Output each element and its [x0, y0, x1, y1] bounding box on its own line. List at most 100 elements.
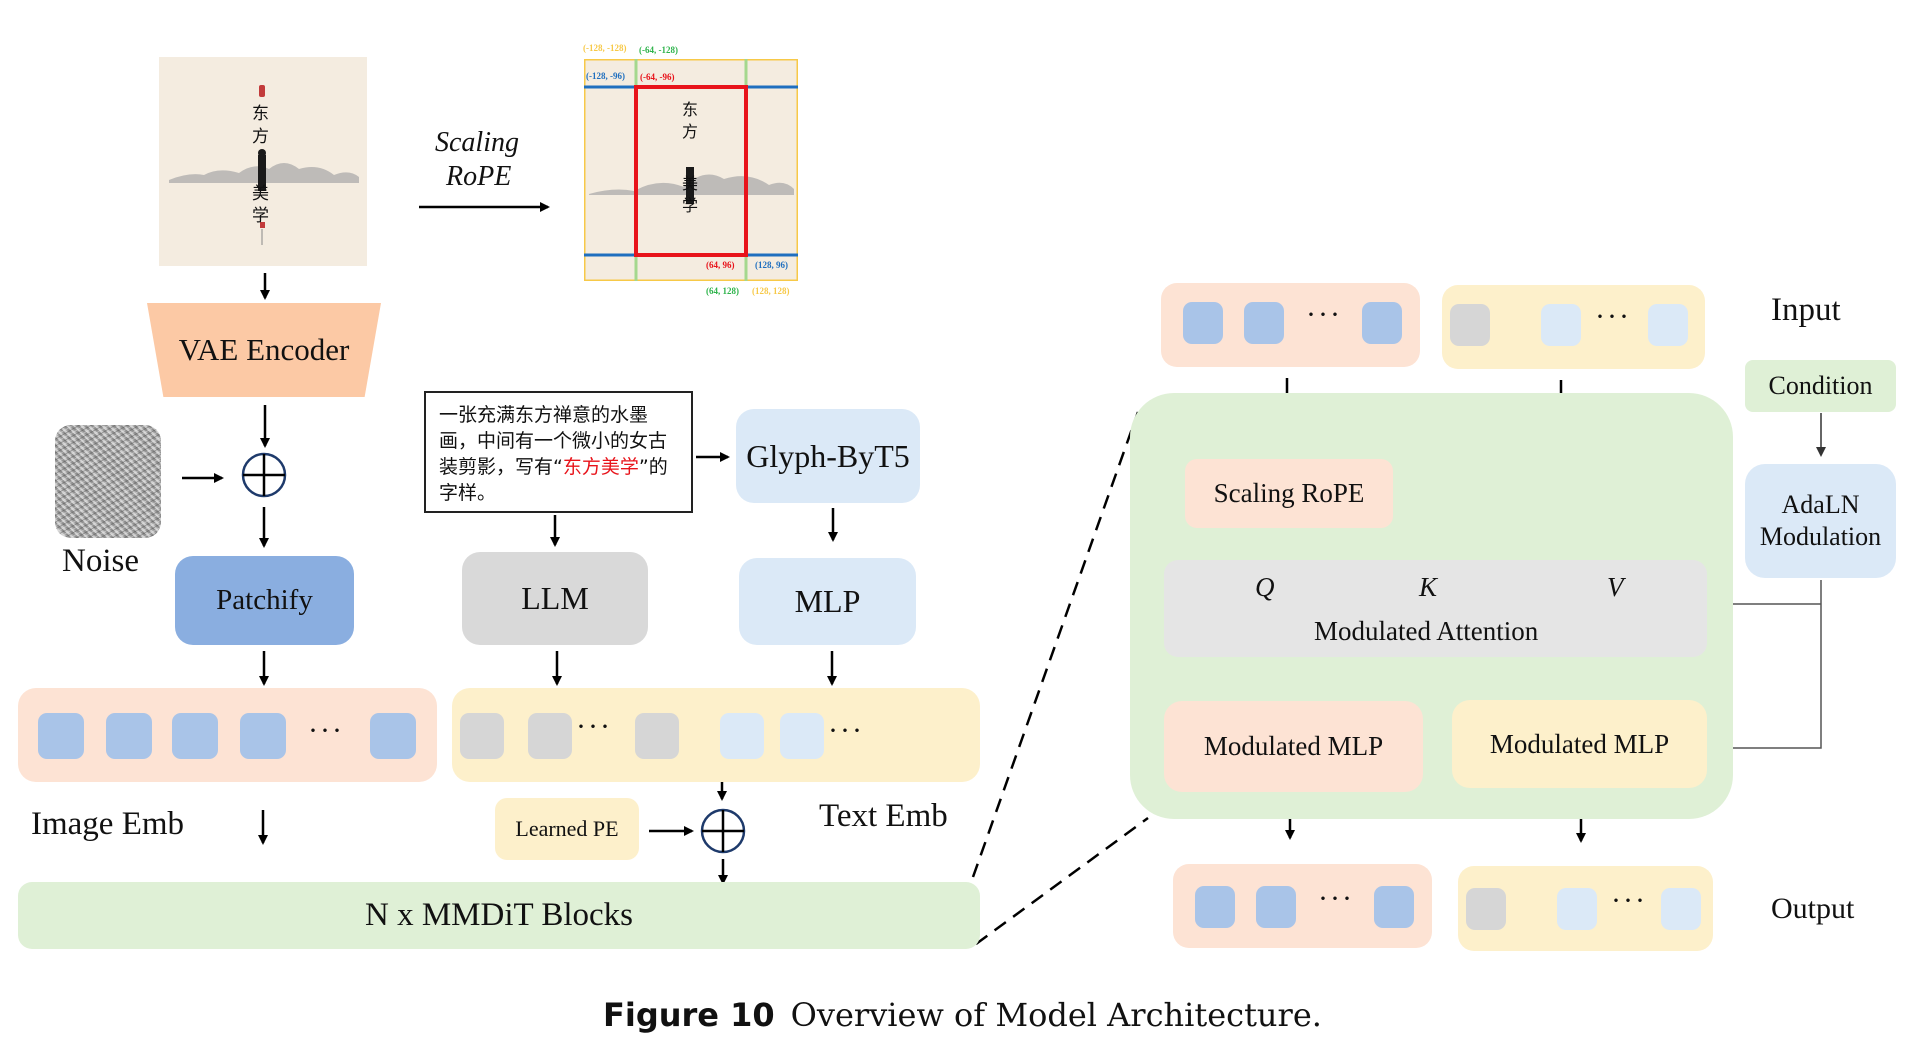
dashed-zoom-line-bottom — [975, 816, 1149, 946]
scaled-char-2: 方 — [682, 122, 699, 141]
text-token-ellipsis-2: ··· — [828, 714, 864, 747]
patchify-label: Patchify — [216, 584, 313, 616]
coord-blue-br: (128, 96) — [755, 260, 788, 270]
input-image: 东 方 美 学 — [159, 57, 367, 266]
modulated-attention-box: Q K V Modulated Attention — [1164, 560, 1707, 657]
coord-yellow-tl: (-128, -128) — [583, 43, 627, 53]
prompt-text-part1: 一张充满东方禅意的水墨画，中间有一个微小的女古装剪影，写有“ — [439, 404, 668, 478]
input-image-char-3: 美 — [252, 184, 269, 204]
dashed-zoom-line-top — [971, 411, 1140, 878]
learned-pe-label: Learned PE — [515, 816, 619, 841]
right-input-image-strip: ··· — [1161, 283, 1420, 367]
text-token-ellipsis-1: ··· — [576, 710, 612, 743]
llm-label: LLM — [521, 580, 589, 616]
input-image-char-4: 学 — [252, 206, 269, 226]
right-output-image-token-1 — [1195, 886, 1235, 928]
image-emb-strip: ··· — [18, 688, 437, 782]
right-scaling-rope-label: Scaling RoPE — [1213, 478, 1365, 508]
input-label: Input — [1771, 292, 1841, 328]
mmdit-blocks-label: N x MMDiT Blocks — [365, 897, 633, 933]
right-output-text-token-glyph-1 — [1557, 888, 1597, 930]
adaln-modulation-box: AdaLN Modulation — [1745, 464, 1896, 578]
adaln-label-line1: AdaLN — [1781, 490, 1860, 519]
right-input-text-strip: ··· — [1442, 285, 1705, 369]
coord-red-tl: (-64, -96) — [640, 72, 675, 82]
text-token-llm-1 — [460, 713, 504, 759]
input-image-char-1: 东 — [252, 104, 269, 124]
image-token-1 — [38, 713, 84, 759]
scaling-rope-label-line2: RoPE — [446, 161, 512, 192]
learned-pe-box: Learned PE — [495, 798, 639, 860]
text-emb-label: Text Emb — [819, 798, 948, 834]
text-token-llm-n — [635, 713, 679, 759]
right-output-image-ellipsis: ··· — [1318, 882, 1354, 915]
attention-k-label: K — [1419, 572, 1438, 602]
llm-box: LLM — [462, 552, 648, 645]
coord-blue-tl: (-128, -96) — [586, 71, 625, 81]
right-input-image-ellipsis: ··· — [1306, 298, 1342, 331]
attention-q-label: Q — [1255, 572, 1275, 602]
mmdit-blocks-bar: N x MMDiT Blocks — [18, 882, 980, 949]
text-token-glyph-1 — [720, 713, 764, 759]
plus-circle-text — [700, 808, 746, 854]
text-emb-strip: ··· ··· — [452, 688, 980, 782]
coord-red-br: (64, 96) — [706, 260, 735, 270]
right-output-text-token-glyph-n — [1661, 888, 1701, 930]
right-input-image-token-1 — [1183, 302, 1223, 344]
prompt-text-highlight: 东方美学 — [562, 456, 639, 478]
condition-label: Condition — [1768, 371, 1873, 400]
right-output-text-strip: ··· — [1458, 866, 1713, 951]
modulated-mlp-text-box: Modulated MLP — [1452, 700, 1707, 788]
image-token-4 — [240, 713, 286, 759]
right-input-text-token-glyph-1 — [1541, 304, 1581, 346]
image-emb-label: Image Emb — [31, 806, 185, 842]
image-token-2 — [106, 713, 152, 759]
glyph-byt5-label: Glyph-ByT5 — [746, 437, 910, 474]
mlp-box: MLP — [739, 558, 916, 645]
figure-caption-text: Overview of Model Architecture. — [790, 996, 1322, 1034]
patchify-box: Patchify — [175, 556, 354, 645]
scaling-rope-label-line1: Scaling — [435, 127, 519, 158]
right-input-text-token-llm — [1450, 304, 1490, 346]
vae-encoder-label: VAE Encoder — [178, 332, 350, 367]
modulated-mlp-text-label: Modulated MLP — [1489, 728, 1670, 759]
vae-encoder: VAE Encoder — [147, 303, 381, 397]
modulated-mlp-image-box: Modulated MLP — [1164, 701, 1423, 792]
prompt-text-box: 一张充满东方禅意的水墨画，中间有一个微小的女古装剪影，写有“东方美学”的字样。 — [424, 391, 693, 513]
text-token-llm-2 — [528, 713, 572, 759]
output-label: Output — [1771, 892, 1855, 925]
right-input-image-token-n — [1362, 302, 1402, 344]
image-token-ellipsis: ··· — [308, 714, 344, 747]
right-output-image-strip: ··· — [1173, 864, 1432, 948]
rope-grid — [584, 59, 798, 281]
right-input-text-token-glyph-n — [1648, 304, 1688, 346]
plus-circle-image — [241, 452, 287, 498]
scaled-char-1: 东 — [682, 100, 699, 119]
scaled-char-3: 美 — [682, 174, 699, 193]
modulated-mlp-image-label: Modulated MLP — [1203, 731, 1384, 761]
noise-label: Noise — [62, 543, 139, 579]
right-input-image-token-2 — [1244, 302, 1284, 344]
figure-caption-label: Figure 10 — [603, 996, 775, 1034]
right-output-image-token-n — [1374, 886, 1414, 928]
scaled-char-4: 学 — [682, 196, 699, 215]
noise-image — [55, 425, 161, 538]
text-token-glyph-2 — [780, 713, 824, 759]
attention-v-label: V — [1607, 572, 1624, 602]
glyph-byt5-box: Glyph-ByT5 — [736, 409, 920, 503]
coord-yellow-br: (128, 128) — [752, 286, 790, 296]
condition-box: Condition — [1745, 360, 1896, 412]
line-adaln-trunk — [1716, 580, 1822, 753]
modulated-attention-label: Modulated Attention — [1314, 616, 1539, 646]
right-output-text-ellipsis: ··· — [1611, 884, 1647, 917]
coord-green-br: (64, 128) — [706, 286, 739, 296]
scaled-image: 东 方 美 学 — [584, 59, 798, 281]
ink-mountains — [169, 85, 359, 245]
right-output-image-token-2 — [1256, 886, 1296, 928]
scaled-image-chars: 东 方 美 学 — [682, 99, 700, 217]
coord-green-tl: (-64, -128) — [639, 45, 678, 55]
mlp-label: MLP — [794, 583, 861, 619]
right-scaling-rope-box: Scaling RoPE — [1185, 459, 1393, 528]
figure-caption: Figure 10 Overview of Model Architecture… — [603, 996, 1322, 1034]
image-token-3 — [172, 713, 218, 759]
